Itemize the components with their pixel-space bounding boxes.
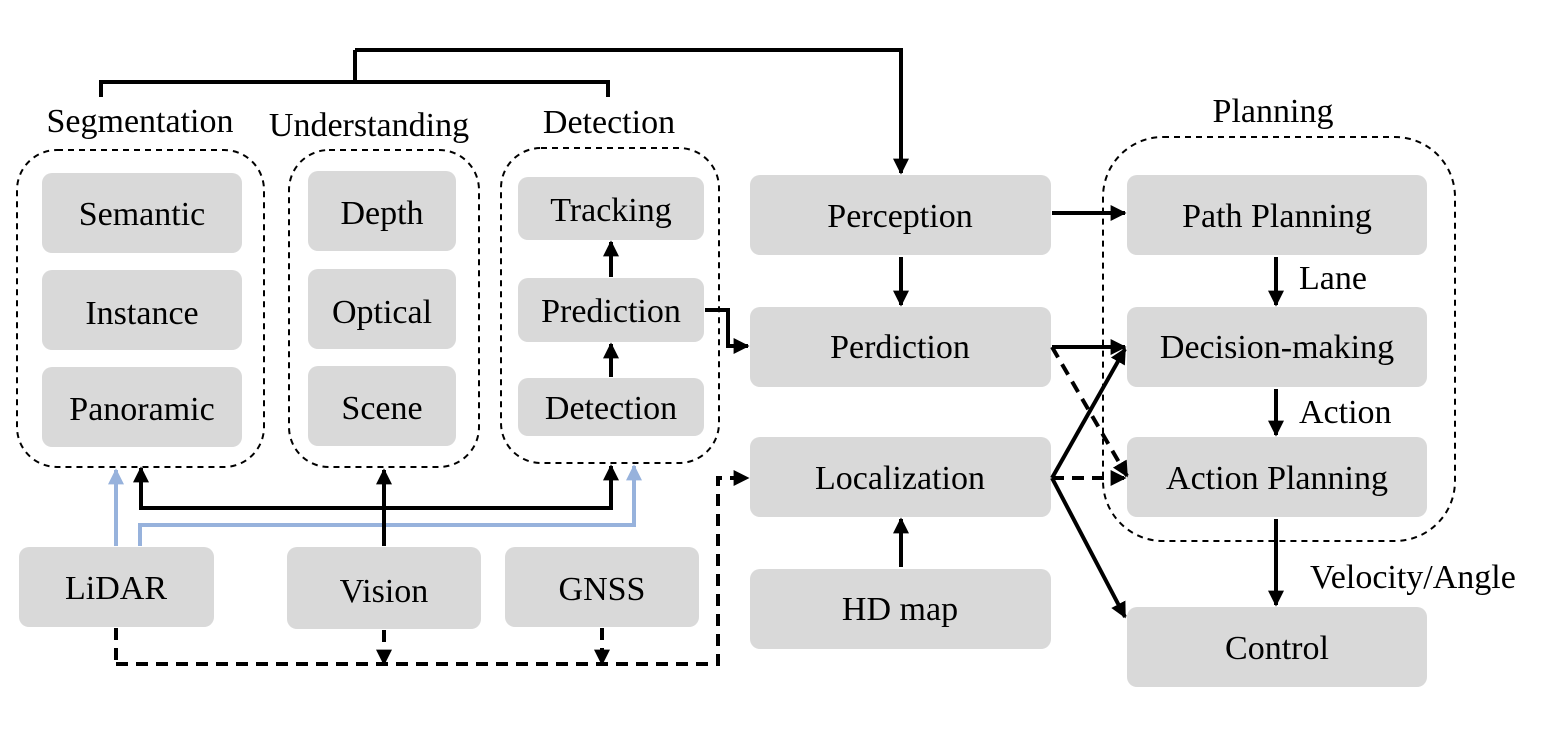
lane-label: Lane (1299, 260, 1367, 297)
control-label: Control (1225, 630, 1329, 667)
path-planning-node (1127, 175, 1427, 255)
prediction-label: Prediction (541, 293, 681, 330)
gnss-node (505, 547, 699, 627)
control-node (1127, 607, 1427, 687)
lidar-label: LiDAR (65, 570, 167, 607)
velocity-angle-label: Velocity/Angle (1310, 559, 1516, 596)
prediction-node (518, 278, 704, 342)
panoramic-node (42, 367, 242, 447)
instance-label: Instance (85, 295, 198, 332)
edge-localization-to-decision (1050, 347, 1127, 479)
path-planning-label: Path Planning (1182, 198, 1372, 235)
understanding-group (288, 149, 480, 468)
depth-node (308, 171, 456, 251)
detection-label: Detection (545, 390, 677, 427)
edge-localization-to-control (1050, 477, 1127, 619)
gnss-label: GNSS (559, 571, 646, 608)
instance-node (42, 270, 242, 350)
optical-label: Optical (332, 294, 432, 331)
lidar-node (19, 547, 214, 627)
panoramic-label: Panoramic (69, 391, 214, 428)
tracking-label: Tracking (550, 192, 672, 229)
edge-lidar-to-detection (138, 464, 642, 546)
semantic-label: Semantic (79, 196, 206, 233)
detection-node (518, 378, 704, 436)
edge-sensors-to-localization (116, 470, 750, 666)
tracking-node (518, 177, 704, 240)
vision-node (287, 547, 481, 629)
decision-making-node (1127, 307, 1427, 387)
understanding-title: Understanding (269, 107, 469, 144)
planning-title: Planning (1213, 93, 1334, 130)
action-edge-label: Action (1299, 394, 1392, 431)
perdiction-label: Perdiction (830, 329, 970, 366)
depth-label: Depth (340, 195, 423, 232)
localization-label: Localization (815, 460, 985, 497)
edge-prediction-to-perdiction (705, 308, 750, 354)
perdiction-node (750, 307, 1051, 387)
scene-node (308, 366, 456, 446)
detection-group (500, 147, 720, 464)
perception-bracket (99, 50, 610, 97)
planning-group (1102, 136, 1456, 542)
edge-vision-to-detection (384, 464, 619, 510)
edge-groups-to-perception (355, 48, 909, 175)
hdmap-node (750, 569, 1051, 649)
detection-title: Detection (543, 104, 675, 141)
edge-perdiction-to-action-planning (1050, 345, 1129, 478)
scene-label: Scene (341, 390, 422, 427)
action-planning-label: Action Planning (1166, 460, 1388, 497)
action-planning-node (1127, 437, 1427, 517)
perception-label: Perception (827, 198, 972, 235)
perception-node (750, 175, 1051, 255)
edge-vision-to-segmentation (133, 466, 384, 510)
hdmap-label: HD map (842, 591, 958, 628)
decision-making-label: Decision-making (1160, 329, 1394, 366)
optical-node (308, 269, 456, 349)
segmentation-title: Segmentation (47, 103, 234, 140)
semantic-node (42, 173, 242, 253)
vision-label: Vision (340, 573, 429, 610)
localization-node (750, 437, 1051, 517)
